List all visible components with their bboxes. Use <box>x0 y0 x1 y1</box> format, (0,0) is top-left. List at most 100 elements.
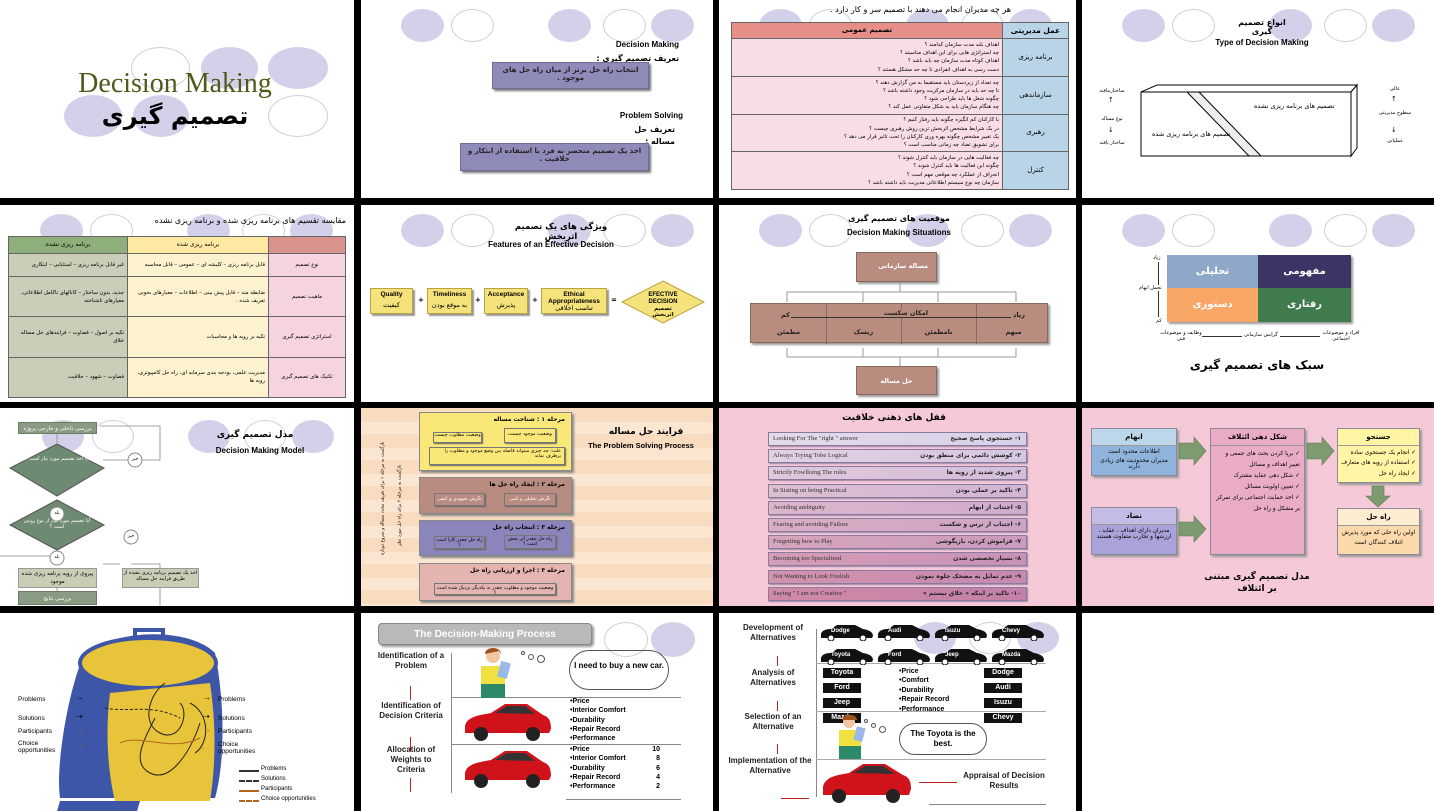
badge-right: Chevy <box>984 713 1022 723</box>
header-unprogrammed: برنامه ریزی نشده <box>8 236 128 254</box>
item-fa: ۴- تاکید بر عملی بودن <box>955 486 1021 494</box>
decor-circle <box>961 214 1004 247</box>
desired-state: وضعیت مطلوب چیست <box>433 432 482 443</box>
badge-left: Toyota <box>823 668 861 678</box>
no-label[interactable]: خیر <box>127 534 135 539</box>
cause-box: علت: چه چیزی میتواند فاصله بین وضع موجود… <box>429 447 565 465</box>
table-row: اهداف بلند مدت سازمان کدامند ؟چه استراتژ… <box>731 38 1069 77</box>
header-programmed: برنامه ریزی شده <box>127 236 269 254</box>
down-arrow <box>777 701 778 711</box>
slide-10-problem-solving[interactable]: فرایند حل مساله The Problem Solving Proc… <box>361 408 713 606</box>
slide-3-managerial-functions[interactable]: هر چه مدیران انجام می دهند با تصمیم سر و… <box>719 0 1076 198</box>
nonprogrammed-box: اخذ یک تصمیم برنامه ریزی نشده از طریق فر… <box>122 568 199 588</box>
step-select-alternative: Selection of an Alternative <box>744 712 802 731</box>
risk-arrow <box>791 317 1011 318</box>
down-arrow <box>410 737 411 751</box>
title-fa: تصمیم گیری <box>101 102 249 130</box>
analytic-approach: نگرش تحلیلی و کمی <box>504 493 556 506</box>
decor-circle <box>1122 214 1165 247</box>
decor-circle <box>548 214 591 247</box>
decor-circle <box>451 9 494 42</box>
item-en: In Sisting on being Practical <box>773 486 847 494</box>
divider <box>566 799 681 800</box>
down-arrow <box>410 686 411 700</box>
decor-circle <box>548 9 591 42</box>
axis-label: ساختارنیافته <box>1099 88 1125 94</box>
badge-left: Mazda <box>823 713 861 723</box>
definition-box: اخذ یک تصمیم منحصر به فرد با استفاده از … <box>460 143 649 171</box>
slide-11-creativity-blocks[interactable]: قفل های ذهنی خلاقیت Looking For The "rig… <box>719 408 1076 606</box>
gap-question: وضعیت موجود و مطلوب چقدر به یکدیگر نزدیک… <box>434 583 556 596</box>
no-label[interactable]: خیر <box>131 457 139 462</box>
slide-9-decision-model[interactable]: مدل تصمیم گیری Decision Making Model برر… <box>0 408 354 606</box>
arrow-right-icon: ⇢ <box>76 712 83 721</box>
title-en: The Problem Solving Process <box>588 441 694 450</box>
high-label: زیاد <box>1013 311 1025 319</box>
slide-1-title[interactable]: Decision Making تصمیم گیری <box>0 0 354 198</box>
thought-bubble: I need to buy a new car. <box>569 650 669 690</box>
list-item: Saying " I am not Creative "۱۰- تاکید بر… <box>768 586 1027 601</box>
slide-2-definitions[interactable]: Decision Making تعریف تصمیم گیری : انتخا… <box>361 0 713 198</box>
risk-axis-label: امکان شکست <box>881 309 931 317</box>
arrow-right-icon: → <box>203 693 211 702</box>
decor-circle <box>292 420 334 453</box>
arrow-right-icon: → <box>76 693 84 702</box>
item-en: Fearing and avoiding Failure <box>773 521 849 528</box>
slide-5-comparison-table[interactable]: مقایسه تقسیم های برنامه ریزی شده و برنام… <box>0 205 354 402</box>
slide-8-decision-styles[interactable]: زیاد تحمل ابهام کم تحلیلی مفهومی دستوری … <box>1082 205 1434 402</box>
equals-sign: = <box>611 296 617 304</box>
car-mazda: Mazda <box>990 648 1046 666</box>
styles-grid: تحلیلی مفهومی دستوری رفتاری <box>1167 255 1351 322</box>
axis-label: افراد و موضوعات اجتماعی <box>1322 330 1360 342</box>
table-row: تکیه بر اصول – قضاوت – فرایندهای حل مسال… <box>8 316 346 358</box>
label-problems-out: Problems <box>218 696 246 703</box>
header-empty <box>268 236 346 254</box>
heading-problem-solving: Problem Solving <box>619 111 683 120</box>
conflict-box: تضاد مدیران دارای اهداف ، عقاید ، ارزشها… <box>1091 507 1177 555</box>
divider <box>816 663 1046 664</box>
slide-15-decision-process-part2[interactable]: Development of Alternatives Analysis of … <box>719 613 1076 811</box>
arrow-right-icon: → <box>76 740 84 749</box>
slide-4-decision-types[interactable]: انواع تصمیم گیری Type of Decision Making… <box>1082 0 1434 198</box>
item-en: Becoming too Specialized <box>773 555 842 563</box>
slide-title: هر چه مدیران انجام می دهند با تصمیم سر و… <box>830 5 1011 14</box>
item-fa: ۱- جستجوی پاسخ صحیح <box>950 435 1021 442</box>
title-en: Features of an Effective Decision <box>488 240 614 249</box>
down-arrow <box>777 656 778 666</box>
label-unprogrammed: تصمیم های برنامه ریزی نشده <box>1254 102 1335 110</box>
definition-label: تعریف حل مساله : <box>634 125 675 146</box>
decor-circle <box>1122 9 1165 42</box>
axis-label: تحمل ابهام <box>1139 285 1162 291</box>
slide-14-decision-process-part1[interactable]: The Decision-Making Process Identificati… <box>361 613 713 811</box>
arrow-down-icon: ↓ <box>1108 126 1114 134</box>
slide-16-blank[interactable] <box>1082 613 1434 811</box>
slide-6-effective-decision[interactable]: ویژگی های یک تصمیم اثربخش Features of an… <box>361 205 713 402</box>
yes-label[interactable]: بله <box>54 511 60 516</box>
badge-right: Audi <box>984 683 1022 693</box>
decor-circle <box>401 214 444 247</box>
title-en: Decision Making Model <box>215 446 305 455</box>
divider <box>451 653 452 793</box>
car-chevy: Chevy <box>990 624 1046 642</box>
feedback-stage2: بازگشت به مرحله ۲ برای راه حل مورد نظر <box>397 464 403 547</box>
analysis-criteria: •Price•Comfort•Durability•Repair Record•… <box>899 668 950 713</box>
solution-box: راه حل اولین راه حلی که مورد پذیرش ائتلا… <box>1337 508 1420 555</box>
slide-7-situations[interactable]: موقعیت های تصمیم گیری Decision Making Si… <box>719 205 1076 402</box>
slide-13-garbage-can[interactable]: Problems Solutions Participants Choice o… <box>0 613 354 811</box>
search-box: جستجو ✓ انجام یک جستجوی ساده✓ استفاده از… <box>1337 428 1420 483</box>
decor-circle <box>451 214 494 247</box>
style-behavioral: رفتاری <box>1258 288 1351 322</box>
yes-label[interactable]: بله <box>54 555 60 560</box>
item-fa: ۳- پیروی شدید از رویه ها <box>946 469 1021 477</box>
arrow-right-icon: ⇢ <box>203 712 210 721</box>
red-car-icon <box>465 751 551 788</box>
car-toyota: Toyota <box>819 648 875 666</box>
item-en: Saying " I am not Creative " <box>773 589 847 597</box>
table-row: جدید، بدون ساختار – کانالهای ناکامل اطلا… <box>8 276 346 318</box>
